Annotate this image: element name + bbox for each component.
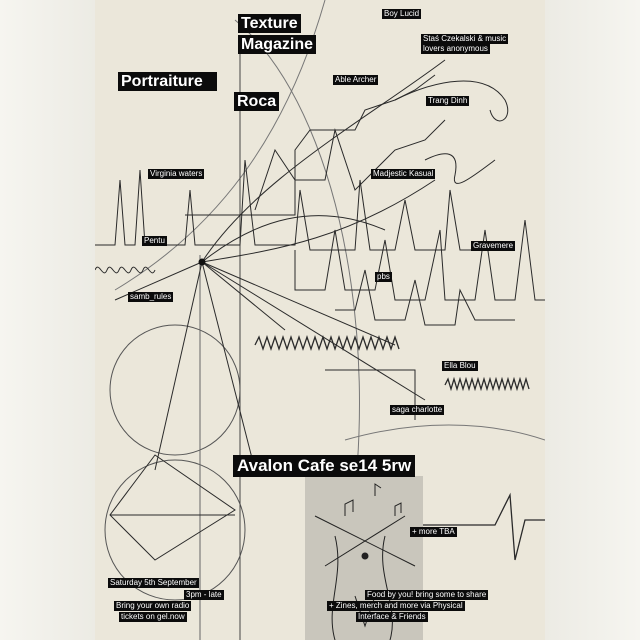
artist-saga-charlotte: saga charlotte bbox=[390, 405, 445, 415]
line-drawing bbox=[95, 0, 545, 640]
event-date: Saturday 5th September bbox=[108, 578, 199, 588]
backdrop-right bbox=[545, 0, 640, 640]
artist-virginia-waters: Virginia waters bbox=[148, 169, 205, 179]
event-time: 3pm - late bbox=[184, 590, 224, 600]
artist-trang-dinh: Trang Dinh bbox=[426, 96, 470, 106]
artist-pbs: pbs bbox=[375, 272, 392, 282]
event-tickets: tickets on gel.now bbox=[119, 612, 187, 622]
headliner-magazine: Magazine bbox=[238, 35, 317, 54]
artist-samb-rules: samb_rules bbox=[128, 292, 174, 302]
artist-pentu: Pentu bbox=[142, 236, 167, 246]
headliner-roca: Roca bbox=[234, 92, 280, 111]
artist-boy-lucid: Boy Lucid bbox=[382, 9, 422, 19]
headliner-texture: Texture bbox=[238, 14, 301, 33]
more-tba: + more TBA bbox=[410, 527, 457, 537]
artist-stas-czekalski: Staś Czekalski & music bbox=[421, 34, 509, 44]
artist-lovers-anonymous: lovers anonymous bbox=[421, 44, 490, 54]
backdrop-left bbox=[0, 0, 95, 640]
headliner-portraiture: Portraiture bbox=[118, 72, 217, 91]
artist-ella-blou: Ella Blou bbox=[442, 361, 478, 371]
artist-madjestic-kasual: Madjestic Kasual bbox=[371, 169, 436, 179]
event-radio-note: Bring your own radio bbox=[114, 601, 192, 611]
extras-friends: Interface & Friends bbox=[356, 612, 428, 622]
venue-address: Avalon Cafe se14 5rw bbox=[233, 455, 416, 477]
extras-zines: + Zines, merch and more via Physical bbox=[327, 601, 465, 611]
extras-food: Food by you! bring some to share bbox=[365, 590, 489, 600]
artist-gravemere: Gravemere bbox=[471, 241, 516, 251]
event-poster bbox=[95, 0, 545, 640]
artist-able-archer: Able Archer bbox=[333, 75, 379, 85]
